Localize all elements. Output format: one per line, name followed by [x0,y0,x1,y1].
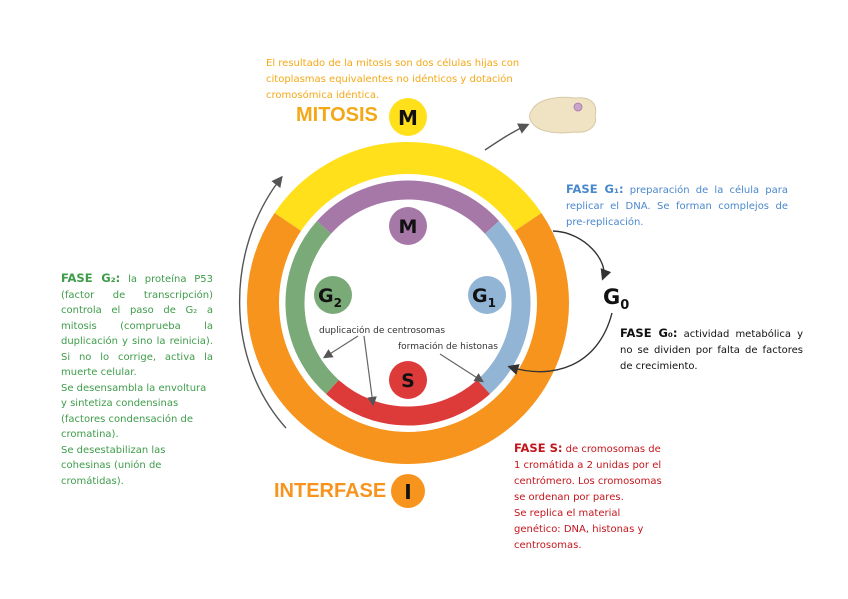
interfase-badge-label: I [404,480,411,504]
daughter-cell-arrow [484,123,530,151]
s-description: FASE S: de cromosomas de 1 cromátida a 2… [514,440,664,554]
s-heading: FASE S: [514,441,563,455]
s-text-1: de cromosomas de 1 cromátida a 2 unidas … [514,444,662,503]
mitosis-title: MITOSIS [296,104,378,126]
s-paragraph-1: FASE S: de cromosomas de 1 cromátida a 2… [514,440,664,506]
mitosis-badge-label: M [398,106,418,130]
g2-phase-circle [314,276,352,314]
m-phase-circle [389,207,427,245]
g0-description: FASE G₀: actividad metabólica y no se di… [620,325,803,375]
daughter-cell-nucleus [573,102,583,112]
cycle-progression-arrow [238,175,287,429]
s-paragraph-2: Se replica el material genético: DNA, hi… [514,508,644,551]
mitosis-result-note: El resultado de la mitosis son dos célul… [266,58,520,101]
s-phase-label: S [401,370,415,392]
mitosis-badge-circle [389,98,427,136]
g1-phase-ring-segment [477,221,531,395]
g1-phase-label: G1 [472,285,496,310]
g1-text: preparación de la célula para replicar e… [566,185,788,228]
mitosis-ring-segment [274,142,542,232]
g2-phase-label: G2 [318,285,342,310]
g2-paragraph-2: Se desensambla la envoltura y sintetiza … [61,382,207,441]
g0-text: actividad metabólica y no se dividen por… [620,329,803,372]
g2-text-1: la proteína P53 (factor de transcripción… [61,274,213,378]
from-g0-arrow [507,312,613,375]
g1-phase-circle [468,276,506,314]
histone-arrow [439,353,485,383]
histone-formation-annotation: formación de histonas [398,341,498,352]
centrosome-arrow-down [363,335,377,407]
s-phase-circle [389,361,427,399]
g2-heading: FASE G₂: [61,271,121,285]
m-phase-ring-segment [316,180,500,234]
g1-heading: FASE G₁: [566,182,624,196]
interfase-title: INTERFASE [274,480,387,502]
m-phase-label: M [399,216,418,238]
g2-phase-ring-segment [285,221,339,395]
centrosome-duplication-annotation: duplicación de centrosomas [319,325,445,336]
interfase-badge-circle [391,474,425,508]
g2-paragraph-3: Se desestabilizan las cohesinas (unión d… [61,444,166,487]
g0-label: G0 [603,285,629,313]
g0-heading: FASE G₀: [620,326,678,340]
s-phase-ring-segment [326,379,490,426]
to-g0-arrow [552,230,612,281]
g1-description: FASE G₁: preparación de la célula para r… [566,181,788,231]
centrosome-arrow-left [322,335,359,359]
g2-paragraph-1: FASE G₂: la proteína P53 (factor de tran… [61,271,213,381]
g2-description: FASE G₂: la proteína P53 (factor de tran… [61,271,213,489]
interfase-ring-segment [247,212,569,464]
